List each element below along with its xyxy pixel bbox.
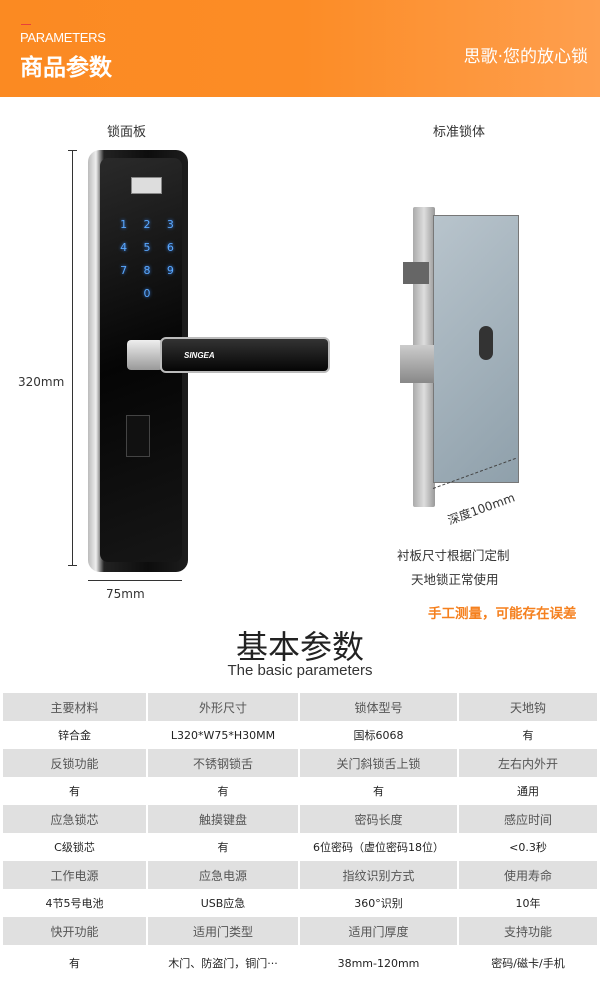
keypad-key: 9 (166, 264, 174, 277)
width-dimension-line (88, 580, 182, 581)
spec-value-cell: 国标6068 (353, 729, 404, 742)
keypad-key: 2 (143, 218, 151, 231)
spec-value-cell: 有 (69, 785, 80, 798)
keypad: 1 2 3 4 5 6 7 8 9 0 (112, 218, 182, 301)
section-title: 基本参数 (235, 628, 364, 666)
spec-header-cell: 应急电源 (148, 861, 298, 889)
spec-value-cell: 通用 (517, 785, 539, 798)
spec-header-cell: 适用门类型 (148, 917, 298, 945)
spec-value-cell: 有 (69, 957, 80, 970)
depth-dimension: 深度100mm (445, 490, 517, 528)
lock-handle: SINGEA (160, 337, 330, 373)
spec-header-cell: 快开功能 (3, 917, 146, 945)
spec-value-cell: 10年 (515, 897, 541, 910)
spec-value-row: 4节5号电池 USB应急 360°识别 10年 (3, 889, 597, 917)
spec-value-cell: 密码/磁卡/手机 (491, 957, 565, 970)
section-subtitle: The basic parameters (227, 662, 373, 679)
keypad-key: 0 (143, 287, 151, 300)
spec-value-cell: 有 (373, 785, 384, 798)
display-screen (131, 177, 162, 194)
header-slogan: 思歌·您的放心锁 (463, 47, 588, 67)
keypad-key: 4 (120, 241, 128, 254)
spec-value-cell: 锌合金 (58, 729, 91, 742)
brand-logo: SINGEA (184, 350, 215, 360)
spec-header-row: 快开功能适用门类型适用门厚度支持功能 (3, 917, 597, 945)
spec-value-row: C级锁芯 有 6位密码（虚位密码18位） <0.3秒 (3, 833, 597, 861)
spec-header-cell: 左右内外开 (459, 749, 597, 777)
header-subtitle: PARAMETERS (20, 30, 106, 45)
spec-header-cell: 主要材料 (3, 693, 146, 721)
spec-value-cell: 360°识别 (354, 897, 403, 910)
note-bolts: 天地锁正常使用 (411, 572, 499, 587)
lock-body-image (433, 215, 519, 483)
spec-header-cell: 锁体型号 (300, 693, 457, 721)
spec-header-cell: 适用门厚度 (300, 917, 457, 945)
keypad-key (112, 287, 135, 301)
keypad-key: 7 (120, 264, 128, 277)
spec-header-cell: 不锈钢锁舌 (148, 749, 298, 777)
spec-value-row: 锌合金 L320*W75*H30MM 国标6068 有 (3, 721, 597, 749)
spec-value-row: 有 木门、防盗门，铜门··· 38mm-120mm 密码/磁卡/手机 (3, 945, 597, 981)
width-dimension: 75mm (106, 587, 145, 601)
spec-header-row: 应急锁芯触摸键盘密码长度感应时间 (3, 805, 597, 833)
height-dimension-line (72, 150, 73, 565)
spec-value-cell: 有 (522, 729, 534, 742)
spec-header-cell: 使用寿命 (459, 861, 597, 889)
spec-header-cell: 指纹识别方式 (300, 861, 457, 889)
header-title: 商品参数 (20, 55, 112, 81)
spec-value-row: 有 有 有 通用 (3, 777, 597, 805)
keypad-key: 3 (166, 218, 174, 231)
spec-value-cell: 6位密码（虚位密码18位） (313, 841, 444, 854)
spec-header-cell: 关门斜锁舌上锁 (300, 749, 457, 777)
latch-bolt (403, 262, 429, 284)
height-dimension: 320mm (18, 375, 65, 389)
dim-tick (68, 565, 77, 566)
spec-header-row: 反锁功能不锈钢锁舌关门斜锁舌上锁左右内外开 (3, 749, 597, 777)
spec-value-cell: 38mm-120mm (337, 956, 420, 970)
spec-value-cell: <0.3秒 (509, 841, 547, 854)
keypad-key: 8 (143, 264, 151, 277)
accent-dash (21, 24, 31, 25)
card-reader (126, 415, 150, 457)
keypad-key (159, 287, 182, 301)
spec-header-row: 工作电源应急电源指纹识别方式使用寿命 (3, 861, 597, 889)
spec-value-cell: C级锁芯 (54, 841, 95, 854)
header-banner: PARAMETERS 商品参数 思歌·您的放心锁 (0, 0, 600, 97)
keypad-key: 5 (143, 241, 151, 254)
spec-header-cell: 应急锁芯 (3, 805, 146, 833)
panel-label: 锁面板 (107, 125, 147, 140)
body-label: 标准锁体 (433, 125, 486, 140)
spec-header-cell: 反锁功能 (3, 749, 146, 777)
measurement-warning: 手工测量，可能存在误差 (428, 606, 577, 622)
spec-value-cell: 4节5号电池 (45, 897, 104, 910)
spec-value-cell: L320*W75*H30MM (170, 728, 276, 742)
spec-header-cell: 密码长度 (300, 805, 457, 833)
spec-header-cell: 外形尺寸 (148, 693, 298, 721)
spec-value-cell: 木门、防盗门，铜门··· (168, 957, 278, 970)
spec-header-cell: 触摸键盘 (148, 805, 298, 833)
dead-bolt (400, 345, 434, 383)
note-liner-plate: 衬板尺寸根据门定制 (397, 548, 510, 563)
spec-header-cell: 天地钩 (459, 693, 597, 721)
spec-header-row: 主要材料外形尺寸锁体型号天地钩 (3, 693, 597, 721)
keypad-key: 6 (166, 241, 174, 254)
spec-header-cell: 感应时间 (459, 805, 597, 833)
spec-header-cell: 工作电源 (3, 861, 146, 889)
spec-header-cell: 支持功能 (459, 917, 597, 945)
spec-value-cell: 有 (217, 841, 229, 854)
keypad-key: 1 (120, 218, 128, 231)
dim-tick (68, 150, 77, 151)
spec-value-cell: 有 (217, 785, 229, 798)
handle-base (127, 340, 163, 370)
spec-value-cell: USB应急 (200, 897, 246, 910)
